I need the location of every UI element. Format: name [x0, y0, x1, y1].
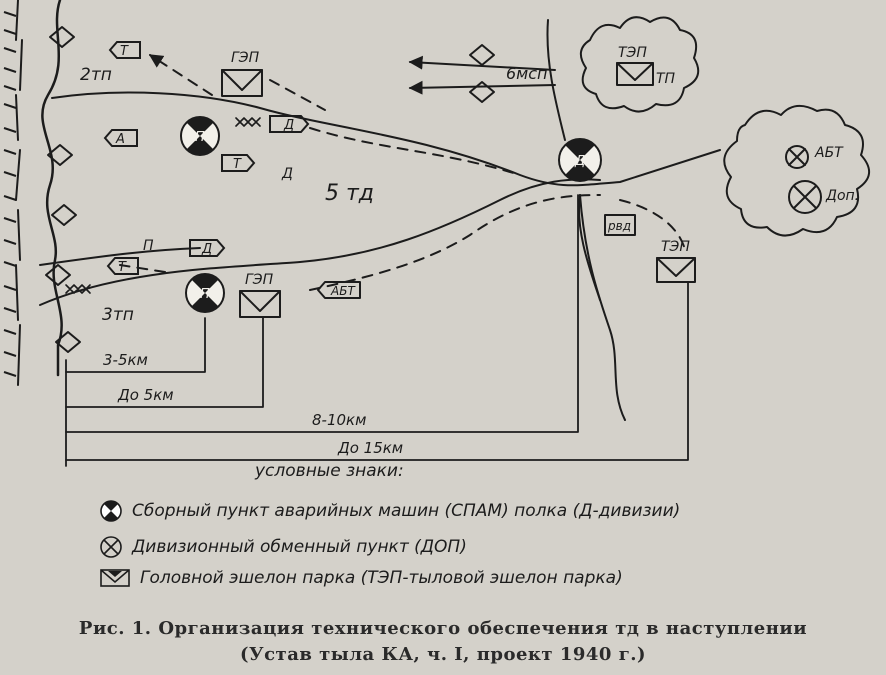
abt-cloud-label: АБТ [814, 145, 844, 161]
tag-d-top: Д [269, 115, 310, 133]
legend-title: условные знаки: [255, 461, 404, 481]
spam-regiment-3tp: П [185, 273, 225, 313]
legend-spam-text: Сборный пункт аварийных машин (СПАМ) пол… [132, 501, 681, 521]
legend-item-dop: Дивизионный обменный пункт (ДОП) [100, 535, 467, 559]
gep-bottom-label: ГЭП [245, 272, 274, 288]
rvd-box [604, 214, 636, 236]
spam-division-letter: Д [574, 154, 585, 169]
spam-regiment-2tp-letter: П [195, 130, 205, 145]
rvd-label: рвд [607, 219, 631, 233]
roads [39, 19, 721, 421]
label-d-mid: Д [281, 166, 293, 182]
figure-caption-line1: Рис. 1. Организация технического обеспеч… [78, 618, 808, 639]
spam-regiment-2tp: П [180, 116, 220, 156]
tag-t-mid-label: Т [233, 157, 242, 172]
legend-item-spam: Сборный пункт аварийных машин (СПАМ) пол… [100, 499, 680, 523]
evacuation-routes [119, 54, 686, 291]
tag-d-bottom: Д [189, 239, 226, 257]
regiment-3tp-label: 3тп [102, 305, 134, 325]
abt-road-label: АБТ [330, 284, 356, 298]
label-p-bottom: П [143, 238, 154, 254]
regiment-2tp-label: 2тп [80, 65, 112, 85]
tep-cloud-box [616, 62, 654, 86]
tag-a-left-label: А [115, 132, 125, 147]
msp-6-label: 6мсп [506, 64, 548, 83]
rear-area-cloud-top: ТЭП ТП [579, 16, 700, 113]
tp-cloud-label: ТП [656, 71, 676, 87]
tag-t-mid: Т [221, 154, 256, 172]
dop-legend-icon [100, 536, 122, 558]
legend-park-text: Головной эшелон парка (ТЭП-тыловой эшело… [140, 568, 623, 588]
rear-area-cloud-right: АБТ Доп. [723, 104, 870, 237]
figure-caption-line2: (Устав тыла КА, ч. I, проект 1940 г.) [239, 644, 647, 665]
tag-a-left: А [103, 129, 138, 147]
gep-bottom [239, 290, 281, 318]
obstacles [65, 117, 261, 294]
legend-dop-text: Дивизионный обменный пункт (ДОП) [132, 537, 467, 557]
front-posts [45, 26, 81, 353]
tep-right-label: ТЭП [661, 239, 690, 255]
distance-3-5km: 3-5км [103, 351, 148, 369]
dop-cloud-label: Доп. [825, 188, 859, 204]
tag-d-top-label: Д [283, 118, 294, 133]
dop-symbols [785, 145, 822, 214]
gep-top [221, 69, 263, 97]
distance-8-10km: 8-10км [312, 411, 366, 429]
front-line [3, 0, 63, 386]
gep-top-label: ГЭП [231, 50, 260, 66]
tag-t-bottom: Т [106, 257, 139, 275]
distance-scales [65, 194, 689, 467]
spam-legend-icon [100, 500, 122, 522]
distance-up-to-15km: До 15км [337, 439, 403, 457]
spam-division: Д [558, 138, 602, 182]
division-5td-label: 5 тд [325, 181, 374, 206]
tep-cloud-label: ТЭП [618, 45, 647, 61]
tag-d-bottom-label: Д [201, 242, 212, 257]
motor-rifle-arrows [408, 44, 556, 103]
tep-right [656, 257, 696, 283]
spam-regiment-3tp-letter: П [200, 287, 210, 302]
abt-road-tag [317, 281, 361, 299]
tag-t-top: Т [108, 41, 141, 59]
park-legend-icon [100, 569, 130, 587]
legend-item-park: Головной эшелон парка (ТЭП-тыловой эшело… [100, 566, 623, 590]
tag-t-bottom-label: Т [118, 260, 127, 275]
tag-t-top-label: Т [120, 44, 129, 59]
distance-up-to-5km: До 5км [117, 386, 174, 404]
